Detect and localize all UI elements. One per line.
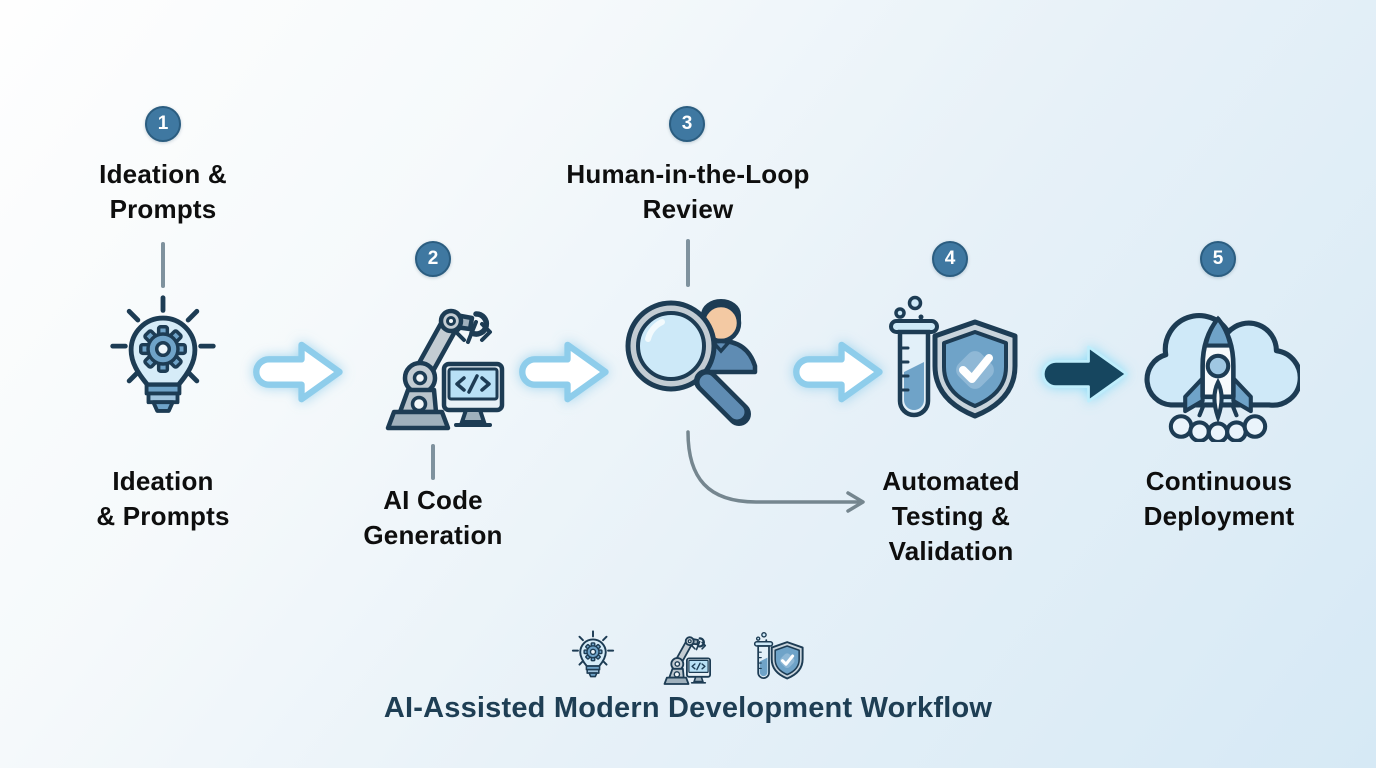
mini-test-tube-shield-check-icon <box>749 629 807 687</box>
flow-arrow-3-4-icon <box>787 334 887 410</box>
lightbulb-gear-icon <box>105 292 221 437</box>
diagram-title: AI-Assisted Modern Development Workflow <box>383 692 993 724</box>
step-4-caption-line1: Automated <box>882 466 1020 496</box>
step-2-badge: 2 <box>415 241 451 277</box>
step-4-badge: 4 <box>932 241 968 277</box>
step-3-number: 3 <box>681 113 693 134</box>
step-1-title-line2: Prompts <box>109 194 217 224</box>
mini-lightbulb-gear-icon <box>570 629 617 687</box>
step-3-title: Human-in-the-Loop Review <box>538 157 838 227</box>
step-3-connector-line <box>686 239 690 287</box>
test-tube-shield-check-icon <box>875 288 1025 438</box>
step-3-title-line2: Review <box>642 194 734 224</box>
robot-arm-code-monitor-icon <box>358 288 508 438</box>
magnifier-human-reviewer-icon <box>613 288 763 438</box>
step-3-title-line1: Human-in-the-Loop <box>566 159 810 189</box>
step-1-title: Ideation & Prompts <box>13 157 313 227</box>
step-5-caption-line1: Continuous <box>1145 466 1293 496</box>
step-3-badge: 3 <box>669 106 705 142</box>
step-4-number: 4 <box>944 248 956 269</box>
step-2-connector-line <box>431 444 435 480</box>
step-1-caption-line1: Ideation <box>112 466 214 496</box>
step-5-badge: 5 <box>1200 241 1236 277</box>
step-2-caption-line1: AI Code <box>383 485 483 515</box>
step-4-caption: Automated Testing & Validation <box>801 464 1101 569</box>
step-2-number: 2 <box>427 248 439 269</box>
step-1-badge: 1 <box>145 106 181 142</box>
flow-arrow-2-3-icon <box>513 334 613 410</box>
flow-arrow-4-5-icon <box>1034 336 1134 412</box>
step-1-number: 1 <box>157 113 169 134</box>
step-1-connector-line <box>161 242 165 288</box>
step-4-caption-line3: Validation <box>888 536 1014 566</box>
step-1-title-line1: Ideation & <box>99 159 227 189</box>
step-5-number: 5 <box>1212 248 1224 269</box>
flow-arrow-1-2-icon <box>247 334 347 410</box>
step-5-caption: Continuous Deployment <box>1069 464 1369 534</box>
step-2-caption: AI Code Generation <box>283 483 583 553</box>
cloud-rocket-launch-icon <box>1136 288 1300 442</box>
step-1-caption-line2: & Prompts <box>96 501 230 531</box>
mini-robot-arm-code-monitor-icon <box>653 628 713 688</box>
step-4-caption-line2: Testing & <box>891 501 1011 531</box>
step-5-caption-line2: Deployment <box>1143 501 1295 531</box>
step-1-caption: Ideation & Prompts <box>13 464 313 534</box>
footer-icon-row <box>570 628 807 688</box>
step-2-caption-line2: Generation <box>363 520 503 550</box>
curved-arrow-review-to-testing-icon <box>686 430 865 513</box>
